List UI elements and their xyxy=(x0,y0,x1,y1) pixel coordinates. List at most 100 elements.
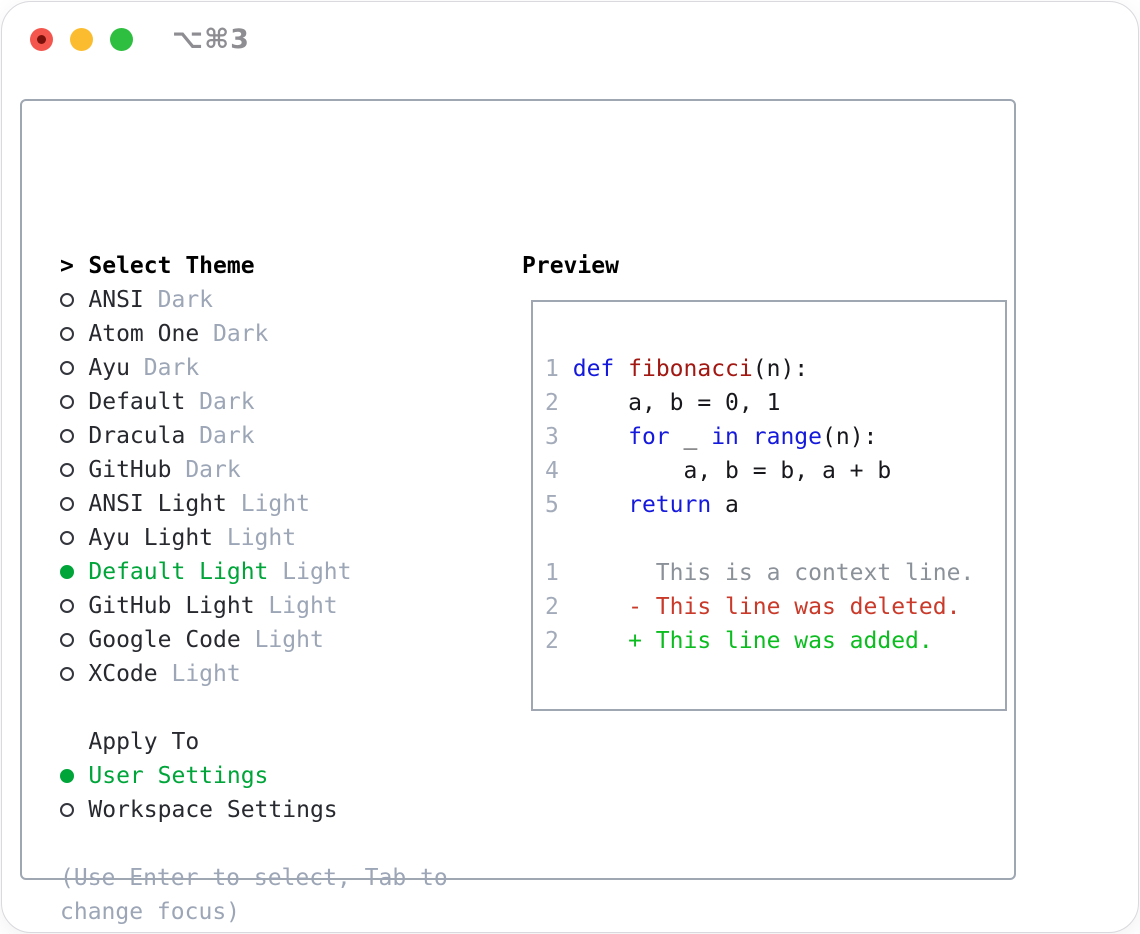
option-label: GitHub xyxy=(88,457,172,483)
function-name: fibonacci xyxy=(628,356,753,382)
theme-option-dracula-dark[interactable]: Dracula Dark xyxy=(60,419,448,453)
apply-to-title: Apply To xyxy=(88,729,200,755)
plain-code xyxy=(739,424,753,450)
radio-icon xyxy=(60,463,88,477)
line-number: 1 xyxy=(545,560,559,586)
theme-option-google-code-light[interactable]: Google Code Light xyxy=(60,623,448,657)
window-shortcut-label: ⌥⌘3 xyxy=(172,24,250,55)
radio-icon xyxy=(60,667,88,681)
radio-icon xyxy=(60,429,88,443)
theme-section-header: > Select Theme xyxy=(60,249,448,283)
radio-icon xyxy=(60,531,88,545)
minimize-button-icon[interactable] xyxy=(70,28,93,51)
spacer xyxy=(60,691,448,725)
theme-option-ansi-dark[interactable]: ANSI Dark xyxy=(60,283,448,317)
keyword: in xyxy=(711,424,739,450)
option-variant-label: Light xyxy=(240,627,324,653)
code-line: 2 - This line was deleted. xyxy=(545,590,1005,624)
plain-code xyxy=(559,356,573,382)
theme-option-github-dark[interactable]: GitHub Dark xyxy=(60,453,448,487)
option-label: Atom One xyxy=(88,321,200,347)
edited-dot-icon xyxy=(37,35,46,44)
option-label: Workspace Settings xyxy=(88,797,338,823)
apply-option-user-settings[interactable]: User Settings xyxy=(60,759,448,793)
apply-to-header: Apply To xyxy=(60,725,448,759)
theme-option-github-light-light[interactable]: GitHub Light Light xyxy=(60,589,448,623)
plain-code xyxy=(559,628,628,654)
theme-section-title: Select Theme xyxy=(88,253,255,279)
cursor-icon: > xyxy=(60,253,74,279)
deleted-line: - This line was deleted. xyxy=(628,594,961,620)
option-variant-label: Dark xyxy=(185,389,255,415)
code-line: 2 + This line was added. xyxy=(545,624,1005,658)
line-number: 1 xyxy=(545,356,559,382)
line-number: 2 xyxy=(545,628,559,654)
line-number: 4 xyxy=(545,458,559,484)
option-label: User Settings xyxy=(88,763,269,789)
keyword: for xyxy=(628,424,670,450)
close-button-icon[interactable] xyxy=(30,28,53,51)
option-variant-label: Dark xyxy=(129,355,200,381)
option-label: XCode xyxy=(88,661,158,687)
code-line: 1 def fibonacci(n): xyxy=(545,352,1005,386)
theme-option-default-light-light[interactable]: Default Light Light xyxy=(60,555,448,589)
option-label: Default Light xyxy=(88,559,269,585)
theme-option-ayu-light-light[interactable]: Ayu Light Light xyxy=(60,521,448,555)
code-line: 5 return a xyxy=(545,488,1005,522)
plain-code: (n): xyxy=(822,424,878,450)
apply-option-workspace-settings[interactable]: Workspace Settings xyxy=(60,793,448,827)
plain-code xyxy=(559,560,656,586)
plain-code: a, b = b, a + b xyxy=(558,458,892,484)
option-label: Ayu xyxy=(88,355,130,381)
plain-code xyxy=(559,424,628,450)
preview-title: Preview xyxy=(522,253,619,279)
theme-option-atom-one-dark[interactable]: Atom One Dark xyxy=(60,317,448,351)
line-number: 3 xyxy=(545,424,559,450)
theme-option-ansi-light-light[interactable]: ANSI Light Light xyxy=(60,487,448,521)
option-variant-label: Dark xyxy=(185,423,255,449)
option-variant-label: Light xyxy=(157,661,241,687)
radio-icon xyxy=(60,327,88,341)
option-variant-label: Light xyxy=(226,491,310,517)
option-label: ANSI Light xyxy=(88,491,227,517)
code-line: 3 for _ in range(n): xyxy=(545,420,1005,454)
option-variant-label: Dark xyxy=(199,321,269,347)
option-label: ANSI xyxy=(88,287,144,313)
radio-icon xyxy=(60,803,88,817)
theme-option-xcode-light[interactable]: XCode Light xyxy=(60,657,448,691)
code-line: 4 a, b = b, a + b xyxy=(545,454,1005,488)
hint-text: (Use Enter to select, Tab to change focu… xyxy=(60,861,448,929)
code-line: 2 a, b = 0, 1 xyxy=(545,386,1005,420)
radio-selected-icon xyxy=(60,769,88,783)
radio-icon xyxy=(60,497,88,511)
theme-option-default-dark[interactable]: Default Dark xyxy=(60,385,448,419)
spacer xyxy=(60,827,448,861)
plain-code: (n): xyxy=(752,356,809,382)
radio-selected-icon xyxy=(60,565,88,579)
plain-code xyxy=(614,356,628,382)
hint-line-2: change focus) xyxy=(60,899,241,925)
theme-option-ayu-dark[interactable]: Ayu Dark xyxy=(60,351,448,385)
option-label: Google Code xyxy=(88,627,241,653)
option-variant-label: Light xyxy=(268,559,352,585)
option-label: Ayu Light xyxy=(88,525,214,551)
plain-code: a, b = 0, 1 xyxy=(558,390,781,416)
titlebar: ⌥⌘3 xyxy=(30,24,250,55)
radio-icon xyxy=(60,633,88,647)
option-label: GitHub Light xyxy=(88,593,255,619)
context-line: This is a context line. xyxy=(655,560,975,586)
zoom-button-icon[interactable] xyxy=(110,28,133,51)
added-line: + This line was added. xyxy=(628,628,933,654)
plain-code xyxy=(559,594,628,620)
radio-icon xyxy=(60,599,88,613)
line-number: 5 xyxy=(545,492,559,518)
plain-code: a xyxy=(711,492,739,518)
hint-line-1: (Use Enter to select, Tab to xyxy=(60,865,448,891)
